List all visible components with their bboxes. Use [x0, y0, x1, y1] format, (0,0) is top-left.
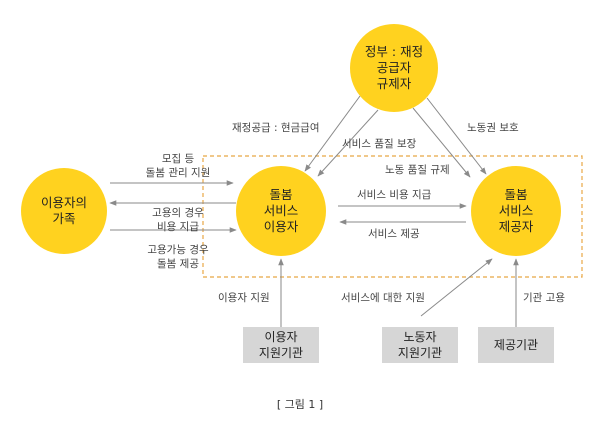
government-node: [350, 24, 438, 112]
labor-rights-label: 노동권 보호: [467, 122, 519, 134]
user-support-label: 이용자 지원: [218, 292, 270, 304]
government-node-label: 정부 : 재정 공급자 규제자: [364, 44, 424, 91]
provide-label: 서비스 제공: [368, 228, 420, 240]
finance-label: 재정공급 : 현금급여: [232, 122, 320, 134]
labor-rights-arrow: [426, 97, 487, 175]
labor-quality-arrow: [412, 107, 471, 178]
service-provider-node: [471, 166, 561, 256]
hire-label: 기관 고용: [523, 292, 565, 304]
recruit-label: 모집 등 돌봄 관리 지원: [145, 153, 211, 179]
finance-arrow: [304, 95, 361, 172]
employable-case-label: 고용가능 경우 돌봄 제공: [147, 244, 209, 270]
quality-arrow: [317, 109, 379, 177]
labor-quality-label: 노동 품질 규제: [385, 164, 450, 176]
service-support-arrow: [420, 258, 493, 317]
service-user-node-label: 돌봄 서비스 이용자: [263, 187, 299, 234]
service-provider-node-label: 돌봄 서비스 제공자: [498, 187, 534, 234]
pay-label: 서비스 비용 지급: [357, 189, 432, 201]
quality-label: 서비스 품질 보장: [342, 138, 417, 150]
family-node: [21, 168, 107, 254]
worker-support-org-box: 노동자 지원기관: [382, 327, 458, 363]
family-node-label: 이용자의 가족: [40, 195, 87, 226]
figure-caption: [ 그림 1 ]: [276, 398, 324, 411]
service-user-node: [236, 166, 326, 256]
employment-case-label: 고용의 경우 비용 지급: [152, 207, 204, 233]
service-boundary: [202, 155, 583, 278]
user-support-org-box: 이용자 지원기관: [243, 327, 319, 363]
provider-org-box: 제공기관: [478, 327, 554, 363]
service-support-label: 서비스에 대한 지원: [341, 292, 425, 304]
